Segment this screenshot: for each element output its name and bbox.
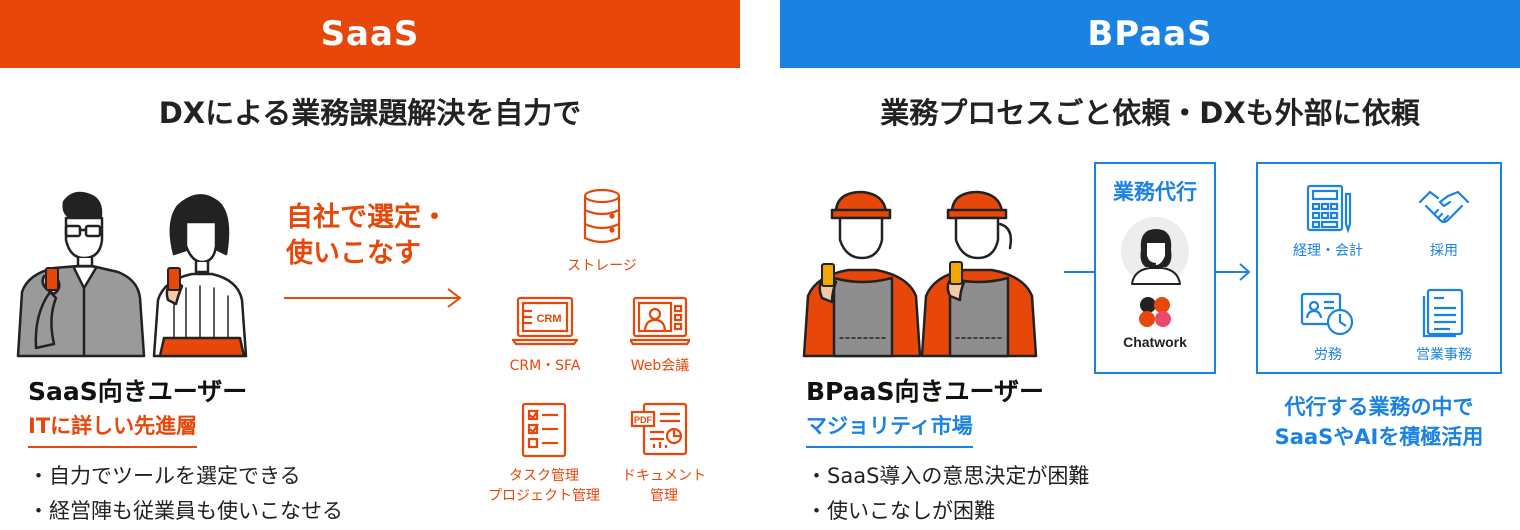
video-meeting-icon bbox=[630, 296, 690, 346]
bpaas-header: BPaaS bbox=[780, 0, 1520, 68]
service-label-sales-admin: 営業事務 bbox=[1416, 347, 1472, 363]
bpaas-users-illustration bbox=[802, 190, 1038, 358]
tool-label-document-line1: ドキュメント bbox=[622, 468, 706, 484]
saas-user-tag: ITに詳しい先進層 bbox=[28, 410, 198, 448]
service-label-labor: 労務 bbox=[1314, 347, 1342, 363]
saas-subtitle: DXによる業務課題解決を自力で bbox=[158, 96, 582, 130]
tool-label-task: タスク管理 プロジェクト管理 bbox=[484, 466, 604, 507]
service-label-accounting: 経理・会計 bbox=[1293, 243, 1363, 259]
saas-arrow-text-line1: 自社で選定・ bbox=[286, 202, 448, 233]
saas-arrow-text-line2: 使いこなす bbox=[286, 238, 421, 269]
database-icon bbox=[583, 188, 621, 244]
pdf-document-icon: PDF bbox=[630, 402, 688, 456]
bpaas-bullet-2: ・使いこなしが困難 bbox=[806, 499, 995, 523]
crm-laptop-icon: CRM bbox=[512, 296, 578, 346]
document-stack-icon bbox=[1422, 288, 1464, 338]
calculator-icon bbox=[1306, 184, 1352, 234]
tool-label-document-line2: 管理 bbox=[650, 488, 678, 505]
operator-avatar-icon bbox=[1121, 217, 1189, 285]
handshake-icon bbox=[1418, 190, 1470, 224]
saas-user-title: SaaS向きユーザー bbox=[28, 377, 248, 406]
bpaas-caption-line1: 代行する業務の中で bbox=[1284, 395, 1474, 419]
tool-label-crm-sfa: CRM・SFA bbox=[509, 358, 581, 374]
task-list-icon bbox=[521, 402, 567, 458]
chatwork-logo-text: Chatwork bbox=[1123, 334, 1187, 350]
bpaas-caption-line2: SaaSやAIを積極活用 bbox=[1274, 425, 1484, 449]
saas-bullet-1: ・自力でツールを選定できる bbox=[28, 464, 301, 488]
saas-bullet-2: ・経営陣も従業員も使いこなせる bbox=[28, 499, 343, 523]
labor-clock-icon bbox=[1300, 292, 1354, 336]
saas-users-illustration bbox=[16, 191, 248, 358]
outsource-box: 業務代行 Chatwork bbox=[1094, 162, 1216, 374]
saas-arrow-text: 自社で選定・ 使いこなす bbox=[286, 200, 448, 272]
saas-header: SaaS bbox=[0, 0, 740, 68]
saas-arrow bbox=[284, 288, 462, 308]
bpaas-user-tag: マジョリティ市場 bbox=[806, 410, 973, 448]
tool-label-document: ドキュメント 管理 bbox=[604, 466, 724, 507]
bpaas-connector-line bbox=[1064, 271, 1094, 273]
bpaas-subtitle: 業務プロセスごと依頼・DXも外部に依頼 bbox=[880, 96, 1420, 130]
outsource-title: 業務代行 bbox=[1113, 180, 1197, 204]
tool-label-task-line1: タスク管理 bbox=[509, 468, 579, 484]
tool-label-storage: ストレージ bbox=[567, 258, 637, 274]
tool-label-web-meeting: Web会議 bbox=[630, 358, 690, 374]
bpaas-caption: 代行する業務の中で SaaSやAIを積極活用 bbox=[1232, 392, 1520, 452]
services-box bbox=[1256, 162, 1502, 374]
bpaas-user-title: BPaaS向きユーザー bbox=[806, 377, 1044, 406]
bpaas-bullet-1: ・SaaS導入の意思決定が困難 bbox=[806, 464, 1090, 488]
pdf-icon-text: PDF bbox=[634, 415, 653, 425]
chatwork-logo-icon bbox=[1139, 297, 1171, 327]
service-label-recruiting: 採用 bbox=[1430, 243, 1458, 259]
crm-icon-text: CRM bbox=[536, 313, 561, 325]
bpaas-connector-arrow bbox=[1216, 263, 1251, 281]
tool-label-task-line2: プロジェクト管理 bbox=[488, 488, 600, 505]
